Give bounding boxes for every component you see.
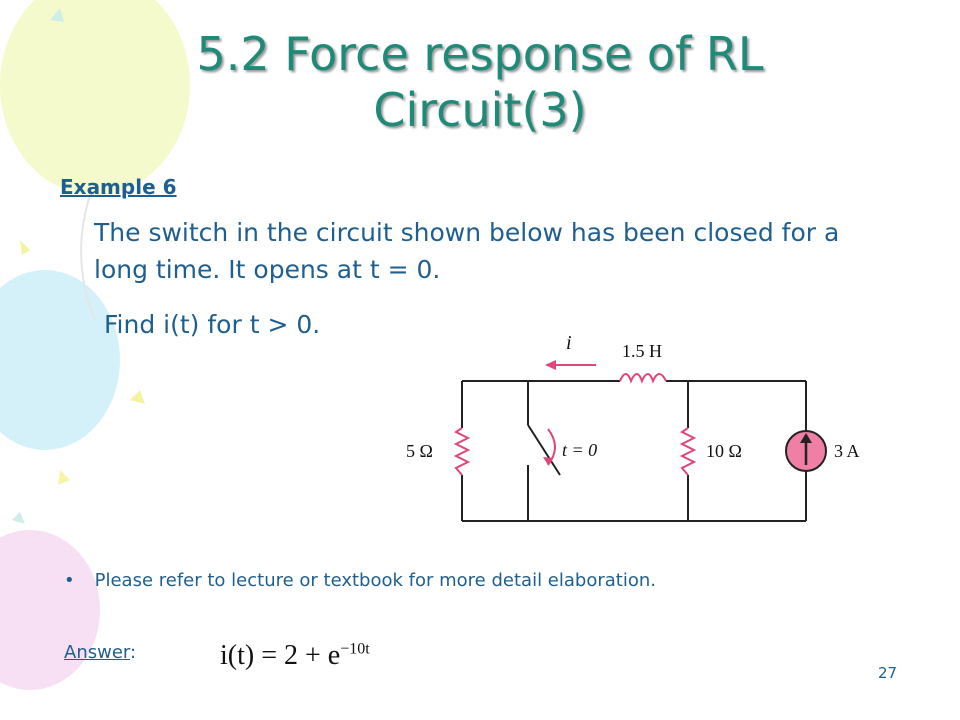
r1-label: 5 Ω <box>406 441 433 461</box>
answer-formula: i(t) = 2 + e−10t <box>220 640 370 672</box>
inductor-label: 1.5 H <box>622 341 662 361</box>
current-label: i <box>566 332 572 354</box>
balloon-yellow <box>0 0 190 195</box>
page-number: 27 <box>878 664 898 682</box>
switch-arrow <box>547 428 556 466</box>
switch-arrowhead <box>543 457 552 465</box>
confetti-5 <box>130 390 145 404</box>
balloon-pink <box>0 530 100 690</box>
formula-main: i(t) = 2 + e <box>220 640 341 671</box>
confetti-4 <box>50 8 64 22</box>
rl-circuit-diagram: i 1.5 H 5 Ω t = 0 10 Ω 3 A <box>406 332 860 522</box>
page-title: 5.2 Force response of RL Circuit(3) <box>100 26 860 138</box>
current-source-arrowhead <box>800 433 812 443</box>
confetti-1 <box>20 240 30 255</box>
bullet-dot: • <box>64 570 75 591</box>
answer-colon: : <box>129 642 137 663</box>
example-heading: Example 6 <box>60 175 177 199</box>
inductor-coil <box>619 373 667 384</box>
current-arrowhead <box>545 360 556 370</box>
answer-link[interactable]: Answer <box>64 642 130 663</box>
bullet-note: • Please refer to lecture or textbook for… <box>64 570 656 591</box>
answer-label: Answer: <box>64 642 136 663</box>
balloon-string <box>80 194 96 321</box>
confetti-3 <box>12 512 25 524</box>
resistor-5-ohm <box>453 427 471 476</box>
bullet-text: Please refer to lecture or textbook for … <box>94 570 656 591</box>
switch-label: t = 0 <box>562 440 597 460</box>
source-label: 3 A <box>834 441 860 461</box>
resistor-10-ohm <box>679 427 697 476</box>
r2-label: 10 Ω <box>706 441 742 461</box>
confetti-2 <box>58 470 70 485</box>
problem-statement: The switch in the circuit shown below ha… <box>94 218 840 284</box>
page-title-line2: Circuit(3) <box>373 83 587 137</box>
formula-exponent: −10t <box>340 640 370 658</box>
switch-blade <box>527 424 561 476</box>
find-statement: Find i(t) for t > 0. <box>104 310 321 339</box>
page-title-line1: 5.2 Force response of RL <box>196 27 764 81</box>
balloon-blue <box>0 270 120 450</box>
